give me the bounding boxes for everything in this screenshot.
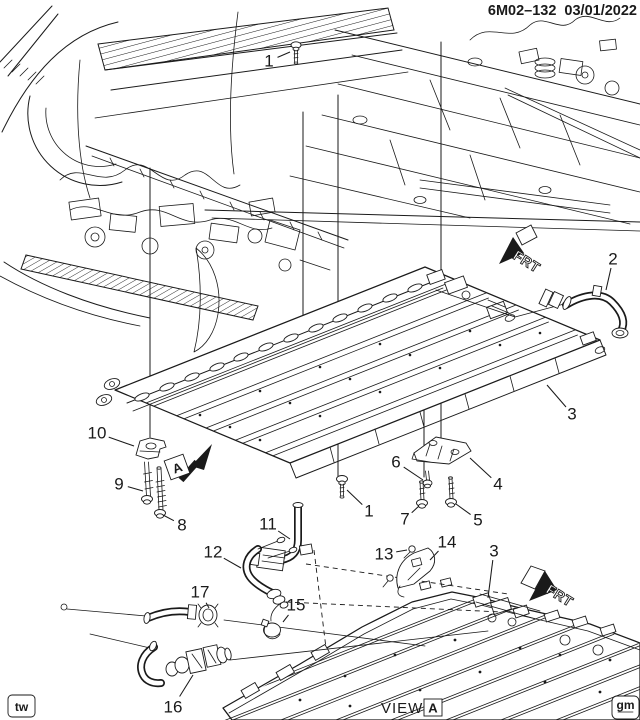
callout-3-leader <box>487 560 494 599</box>
bolt-1-top <box>290 41 302 65</box>
callout-15-label: 15 <box>287 596 306 615</box>
callout-1-label: 1 <box>364 502 373 521</box>
callout-13-leader <box>396 549 408 553</box>
tw-mark-box <box>7 694 36 718</box>
callout-13-label: 13 <box>375 545 394 564</box>
callout-12-leader <box>223 557 242 569</box>
gm-logo: gm <box>617 698 635 712</box>
frt-marker-top: FRT <box>499 224 544 276</box>
hose-2 <box>538 284 629 339</box>
document-date: 03/01/2022 <box>564 3 637 19</box>
view-a-panel <box>222 577 640 720</box>
callout-3-label: 3 <box>567 405 576 424</box>
callout-1-label: 1 <box>264 52 273 71</box>
callout-12-label: 12 <box>204 543 223 562</box>
hose-11 <box>249 502 314 572</box>
hardware <box>135 41 472 598</box>
hose-17 <box>143 603 219 628</box>
callout-8-leader <box>162 514 175 522</box>
callout-10-leader <box>108 436 135 447</box>
hose-12 <box>242 536 298 609</box>
callout-4-label: 4 <box>493 475 502 494</box>
hoses <box>137 284 629 688</box>
callout-1-leader <box>277 51 291 58</box>
callout-1-leader <box>346 489 363 505</box>
frt-bottom-label: FRT <box>543 581 576 610</box>
bracket-14 <box>396 547 436 598</box>
battery-tray-panel <box>95 266 607 479</box>
callout-6-label: 6 <box>391 453 400 472</box>
callout-4-leader <box>469 457 492 479</box>
callout-3-leader <box>546 384 567 408</box>
bolt-6 <box>422 470 433 489</box>
view-direction-indicator: A <box>163 444 212 483</box>
callout-14-label: 14 <box>438 533 457 552</box>
tw-mark: tw <box>15 700 29 714</box>
bolt-1-bottom <box>336 475 348 499</box>
callout-11-label: 11 <box>259 515 277 534</box>
callout-2-leader <box>605 267 612 291</box>
bracket-4 <box>411 436 472 465</box>
callout-11-leader <box>277 530 291 540</box>
footer-marks: VIEW A tw gm <box>7 694 640 720</box>
callout-17-label: 17 <box>191 583 210 602</box>
callout-5-leader <box>455 503 471 516</box>
callout-9-label: 9 <box>114 475 123 494</box>
callout-14-leader <box>429 550 439 561</box>
document-header: 6M02–132 03/01/2022 <box>488 3 637 19</box>
callout-6-leader <box>403 466 424 481</box>
callout-3-label: 3 <box>489 542 498 561</box>
bracket-10 <box>135 437 167 460</box>
bolt-8 <box>154 466 167 519</box>
callout-10-label: 10 <box>88 424 107 443</box>
frt-top-label: FRT <box>510 247 543 276</box>
view-label: VIEW <box>381 700 423 717</box>
callout-16-leader <box>179 674 194 697</box>
callout-7-label: 7 <box>400 510 409 529</box>
callout-16-label: 16 <box>164 698 183 717</box>
bolt-7 <box>416 480 428 509</box>
callout-5-label: 5 <box>473 511 482 530</box>
screws-13 <box>382 545 416 588</box>
callout-15-leader <box>282 614 289 623</box>
callout-2-label: 2 <box>608 250 617 269</box>
bolt-9 <box>141 461 154 505</box>
frt-marker-bottom: FRT <box>520 565 577 610</box>
callout-8-label: 8 <box>177 516 186 535</box>
gm-logo-box <box>611 695 640 720</box>
hose-16 <box>137 640 232 688</box>
vehicle-body-art <box>0 5 640 353</box>
callout-17-leader <box>205 602 210 609</box>
view-box-letter: A <box>428 701 438 716</box>
clamp-15 <box>260 602 282 640</box>
document-number: 6M02–132 <box>488 3 557 19</box>
bolt-5 <box>445 476 457 508</box>
callout-9-leader <box>127 486 144 492</box>
callout-7-leader <box>411 505 420 514</box>
